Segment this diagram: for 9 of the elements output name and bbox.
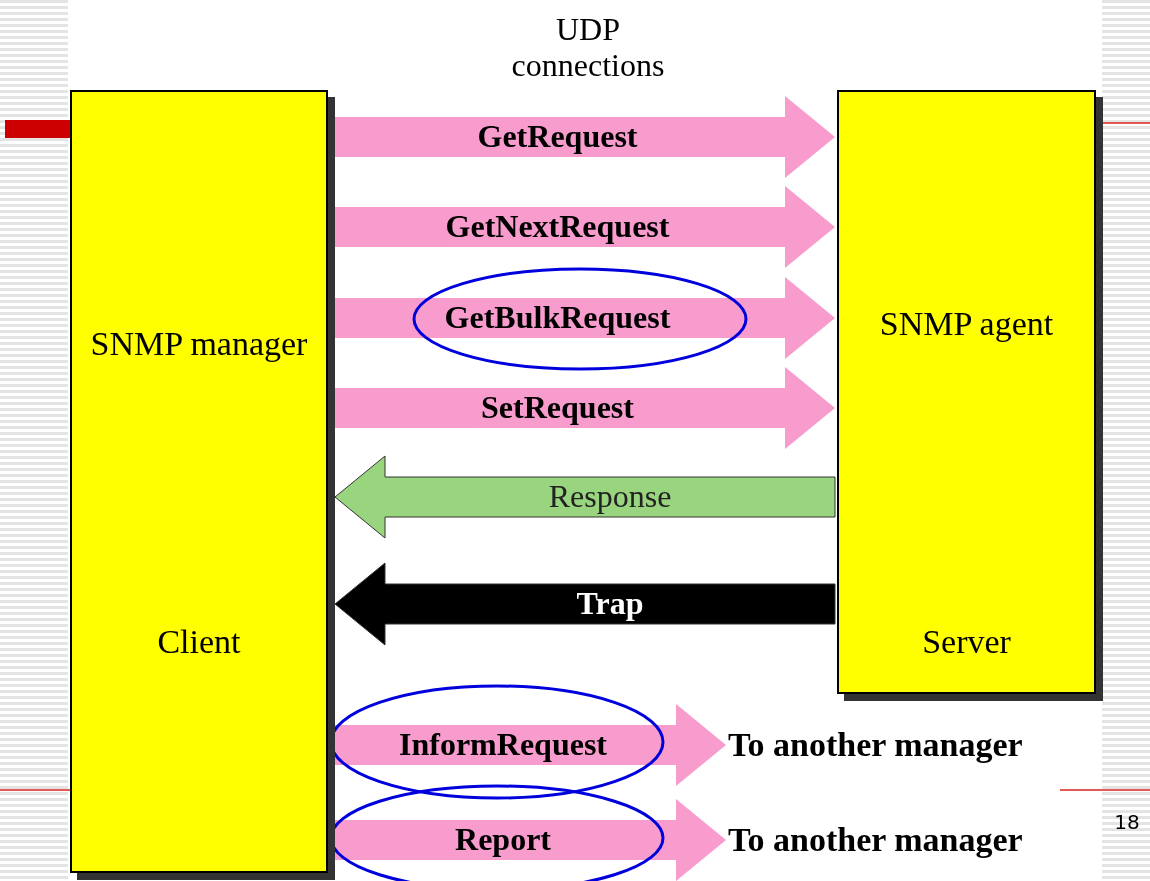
destination-label: To another manager [728, 726, 1023, 763]
box-role-label: Client [156, 622, 242, 662]
block-arrow [334, 562, 836, 646]
destination-label: To another manager [728, 821, 1023, 858]
box-title: SNMP manager [89, 324, 309, 364]
box-title: SNMP agent [878, 304, 1055, 344]
box-role-label: Server [921, 622, 1012, 662]
page-number: 18 [1114, 810, 1140, 834]
heading-label: UDP connections [510, 11, 666, 83]
